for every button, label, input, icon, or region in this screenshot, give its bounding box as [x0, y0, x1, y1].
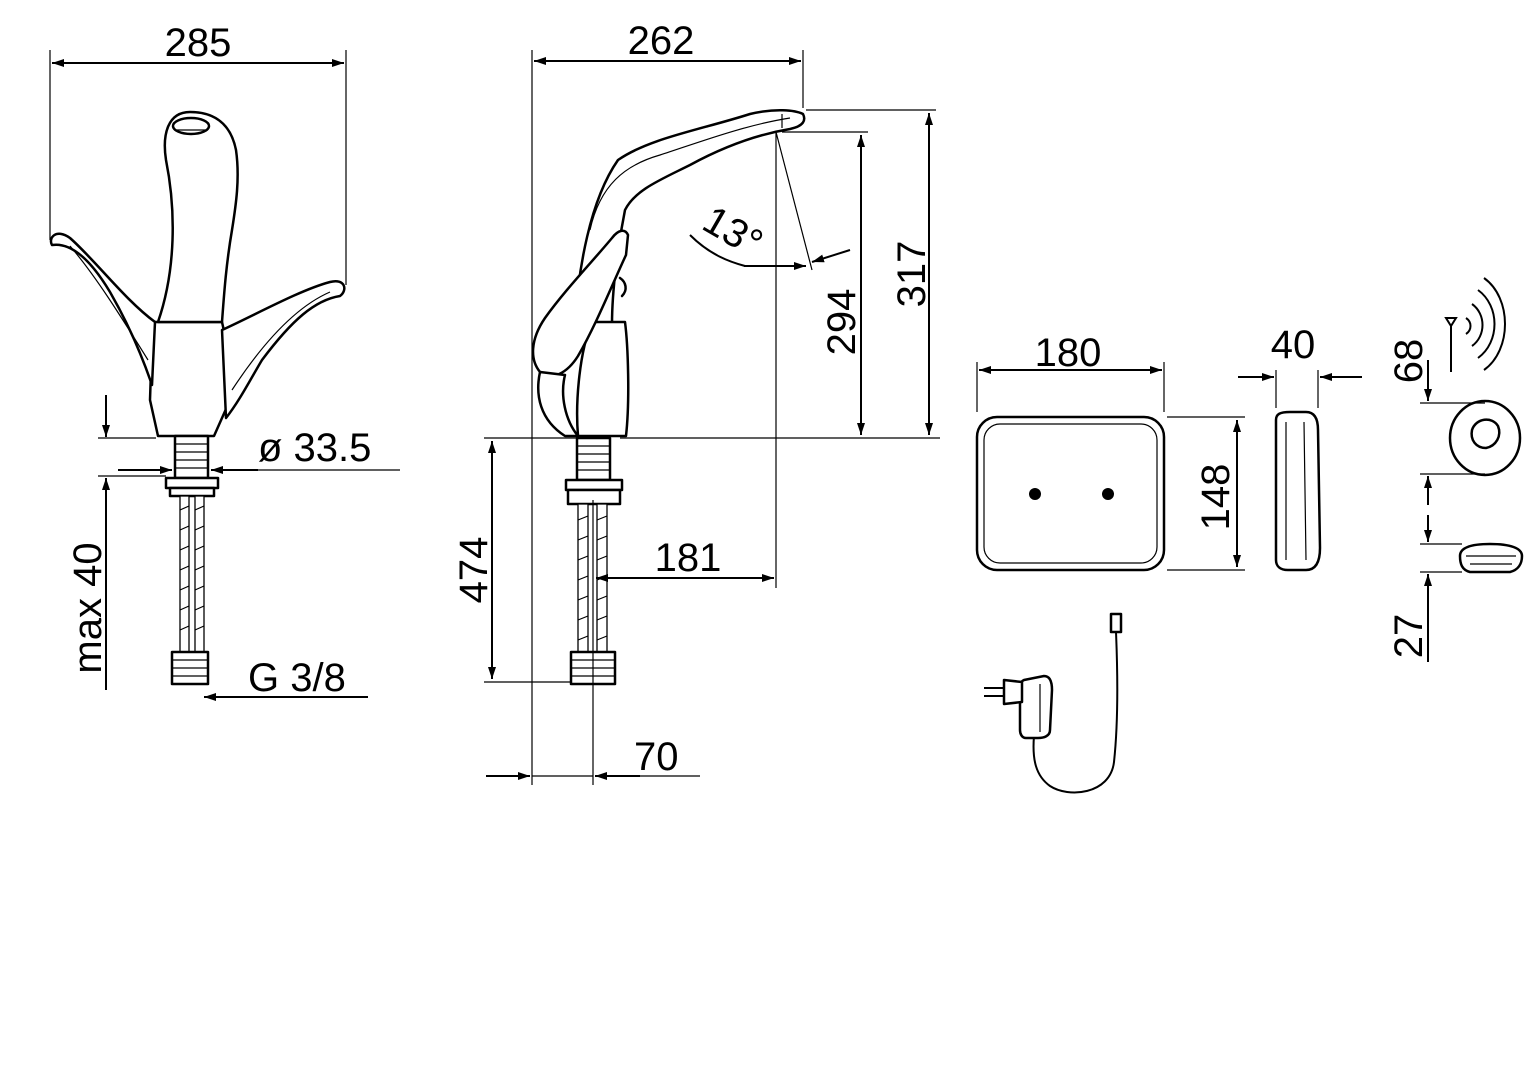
hose-length-dim: 474 [452, 537, 496, 604]
front-view: 285 ø 33.5 max 40 G 3/8 [49, 21, 400, 701]
faucet-side-body [531, 109, 806, 686]
body-offset-dim: 70 [634, 735, 679, 779]
box-width-dim: 180 [1035, 331, 1102, 375]
connection-thread-label: G 3/8 [248, 656, 346, 700]
antenna-icon [1444, 317, 1458, 372]
box-height-dim: 148 [1194, 464, 1238, 531]
sensor-box-front: 180 148 [975, 331, 1245, 572]
pipe-diameter-dim: ø 33.5 [258, 426, 371, 470]
outlet-height-dim: 294 [820, 289, 864, 356]
sensor-height-dim: 27 [1387, 614, 1431, 659]
overall-height-dim: 317 [890, 241, 934, 308]
power-adapter-icon [984, 612, 1123, 794]
sensor-box-side: 40 [1238, 323, 1362, 572]
axis-to-outlet-dim: 181 [655, 536, 722, 580]
sensor-top: 68 [1387, 339, 1522, 505]
deck-thickness-dim: max 40 [66, 542, 110, 673]
wireless-signal-icon [1465, 277, 1506, 371]
side-view: 262 13° 294 317 474 181 70 [452, 19, 940, 785]
spout-angle-label: 13° [696, 198, 770, 266]
front-width-dim: 285 [165, 21, 232, 65]
sensor-diameter-dim: 68 [1387, 339, 1431, 384]
faucet-front-body [49, 110, 346, 686]
spout-reach-dim: 262 [628, 19, 695, 63]
sensor-side: 27 [1387, 515, 1524, 662]
box-depth-dim: 40 [1271, 323, 1316, 367]
